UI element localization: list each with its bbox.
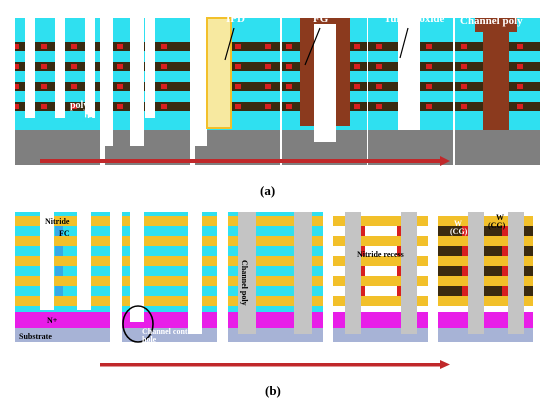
panel-b-step3: Channel poly	[228, 212, 323, 342]
process-arrow-a	[40, 156, 450, 166]
w-label-1: W	[454, 219, 462, 228]
oxide-label: oxide	[70, 114, 93, 125]
panel-a-step4	[282, 18, 367, 165]
panel-a-step6	[455, 18, 540, 165]
n-plus-label: N+	[47, 316, 58, 325]
nitride-recess-label: Nitride recess	[357, 250, 404, 259]
panel-b: Nitride FC N+ Substrate Channel contact …	[15, 212, 533, 398]
panel-a: poly oxide	[15, 13, 540, 198]
panel-a-step1: poly oxide	[15, 18, 100, 165]
panel-b-step2: Channel contact hole	[122, 212, 217, 344]
poly-label: poly	[70, 100, 88, 111]
caption-b: (b)	[265, 383, 281, 398]
panel-a-step5	[368, 18, 453, 165]
panel-a-step2	[105, 18, 190, 165]
w-label-2: W	[496, 213, 504, 222]
substrate-label: Substrate	[19, 332, 52, 341]
ipd-label: IPD	[226, 13, 245, 25]
cg-label-2: (CG)	[488, 221, 506, 230]
cg-label-1: (CG)	[450, 227, 468, 236]
panel-a-step3	[195, 17, 280, 165]
fg-label: FG	[313, 13, 329, 25]
panel-b-step4: Nitride recess	[333, 212, 428, 342]
channel-contact-label-line2: hole	[142, 335, 157, 344]
nitride-label: Nitride	[45, 217, 70, 226]
panel-b-step5: W (CG) W (CG)	[438, 212, 533, 342]
fc-label: FC	[59, 229, 70, 238]
channel-contact-label-line1: Channel contact	[142, 327, 198, 336]
caption-a: (a)	[260, 183, 275, 198]
channel-poly-label-a: Channel poly	[460, 15, 523, 27]
panel-b-step1: Nitride FC N+ Substrate	[15, 212, 110, 342]
process-arrow-b	[100, 360, 450, 369]
channel-poly-label-b: Channel poly	[240, 260, 249, 306]
tunnel-oxide-label: Tunnel oxide	[384, 13, 445, 25]
contact-hole-highlight	[122, 305, 154, 343]
